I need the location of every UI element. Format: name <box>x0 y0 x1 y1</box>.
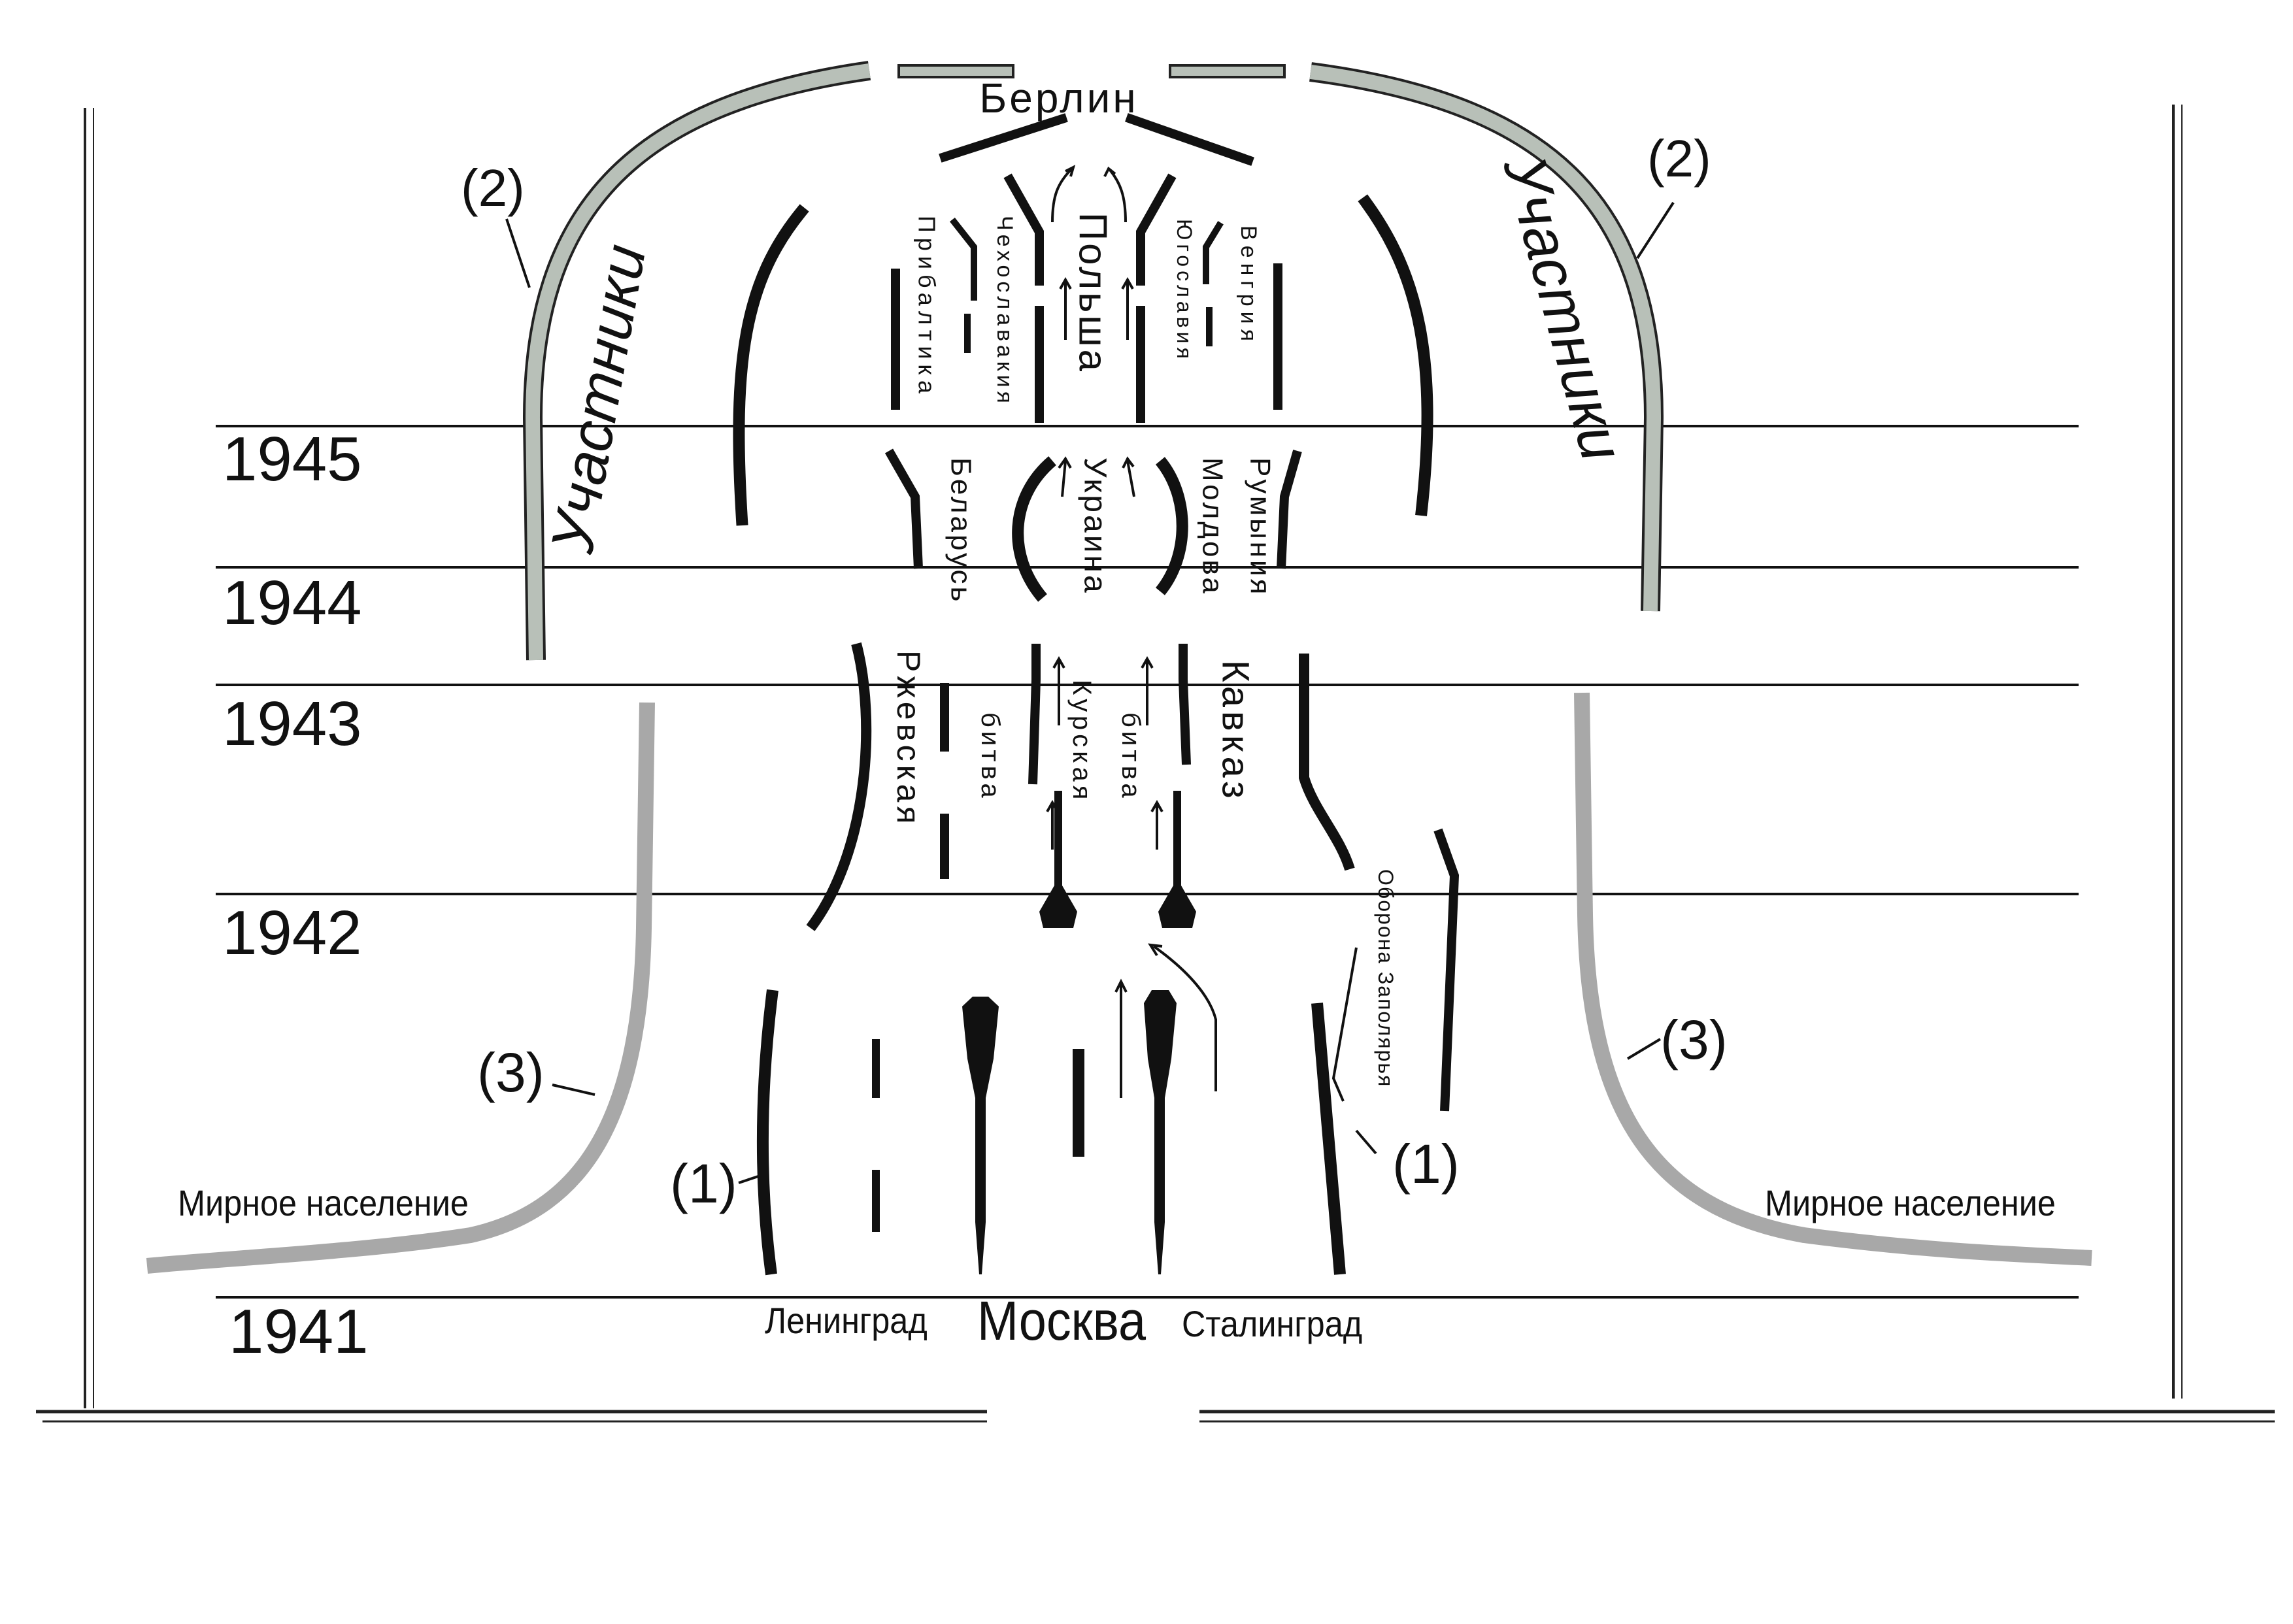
bars-1943 <box>806 642 1460 1112</box>
city-moscow: Москва <box>977 1290 1146 1351</box>
year-1944: 1944 <box>222 568 362 638</box>
bars-1945 <box>733 173 1433 526</box>
region-yugoslavia: Югославия <box>1173 219 1196 363</box>
spears-1941 <box>962 990 1177 1274</box>
year-1945: 1945 <box>222 424 362 494</box>
marker-three-right: (3) <box>1660 1009 1728 1070</box>
battle-label-left: битва <box>976 712 1005 802</box>
year-1941: 1941 <box>229 1297 369 1367</box>
marker-two-leaders <box>505 201 1675 288</box>
year-lines <box>216 425 2079 1299</box>
civilians-curve-right <box>1574 692 2092 1266</box>
arrows-1945 <box>1059 276 1134 340</box>
region-baltics: Прибалтика <box>914 216 941 399</box>
participants-band <box>522 61 1664 661</box>
markers-two: (2) (2) <box>461 129 1711 217</box>
markers-one: (1) (1) <box>670 1133 1460 1214</box>
marker-leaders <box>552 1038 1662 1184</box>
frame <box>36 105 2275 1423</box>
year-1942: 1942 <box>222 898 362 968</box>
region-ukraine: Украина <box>1078 457 1113 595</box>
battle-label-right: битва <box>1116 712 1145 802</box>
arrows-1944 <box>1058 456 1135 497</box>
bars-1944 <box>884 448 1302 602</box>
bars-1941 <box>757 947 1358 1276</box>
spears-1942 <box>1039 791 1196 928</box>
city-leningrad: Ленинград <box>765 1301 928 1342</box>
marker-one-right: (1) <box>1392 1133 1460 1195</box>
civilians-label-right: Мирное население <box>1765 1184 2056 1224</box>
city-stalingrad: Сталинград <box>1182 1304 1362 1345</box>
region-belarus: Беларусь <box>945 457 977 604</box>
region-romania: Румыния <box>1245 457 1277 597</box>
marker-three-left: (3) <box>477 1042 544 1103</box>
berlin-bars <box>939 113 1254 166</box>
region-hungary: Венгрия <box>1236 225 1261 346</box>
labels-1944: Беларусь Украина Молдова Румыния <box>945 457 1277 604</box>
marker-two-left: (2) <box>461 159 525 217</box>
berlin-arrows <box>1051 165 1127 223</box>
civilians-band <box>146 692 2092 1274</box>
civilians-curve-left <box>146 702 655 1274</box>
marker-two-right: (2) <box>1647 129 1711 188</box>
title-berlin: Берлин <box>979 75 1138 122</box>
marker-one-left: (1) <box>670 1153 737 1214</box>
region-czechoslovakia: Чехославакия <box>992 216 1017 407</box>
year-1943: 1943 <box>222 689 362 759</box>
arrows-1941 <box>1114 943 1217 1098</box>
battle-rzhev: Ржевская <box>890 650 927 827</box>
labels-1943: Ржевская битва Курская битва Кавказ <box>890 650 1257 827</box>
civilians-label-left: Мирное население <box>178 1184 469 1224</box>
region-poland: Польша <box>1071 212 1115 374</box>
participants-label-right: Участники <box>1490 149 1635 468</box>
region-moldova: Молдова <box>1197 457 1229 596</box>
battle-kursk: Курская <box>1067 680 1096 803</box>
region-caucasus: Кавказ <box>1214 660 1257 803</box>
arctic-defense-label: Оборона Заполярья <box>1374 869 1398 1087</box>
arrows-1943 <box>1046 655 1163 850</box>
markers-three: (3) (3) <box>477 1009 1728 1103</box>
year-labels: 1945 1944 1943 1942 1941 <box>222 424 369 1367</box>
labels-1945: Прибалтика Чехославакия Польша Югославия… <box>914 212 1262 407</box>
participants-top-segment-left <box>897 64 1014 78</box>
participants-top-segment-right <box>1169 64 1286 78</box>
